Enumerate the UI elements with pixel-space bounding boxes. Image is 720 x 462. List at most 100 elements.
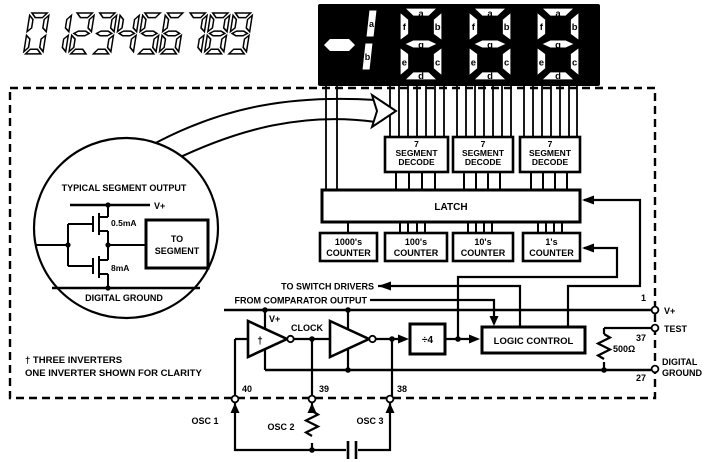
segment-label: c <box>572 57 577 68</box>
svg-text:27: 27 <box>636 373 646 383</box>
svg-text:TO: TO <box>171 234 183 244</box>
inverter-2 <box>328 318 377 360</box>
osc2-resistor <box>303 410 321 437</box>
svg-text:a: a <box>369 19 375 29</box>
pulldown-current-label: 8mA <box>111 263 129 273</box>
pin-40-osc1: 40 OSC 1 <box>191 384 252 426</box>
ic-boundary <box>8 86 657 400</box>
seven-seg-digit <box>468 7 512 81</box>
svg-text:7: 7 <box>548 139 553 149</box>
svg-text:÷4: ÷4 <box>422 335 433 346</box>
inverter-vplus-label: V+ <box>269 314 280 324</box>
seven-seg-digit <box>158 12 185 55</box>
counter-1s-block: 1's COUNTER <box>521 231 582 263</box>
seven-seg-digit <box>536 7 580 81</box>
note-line1: † THREE INVERTERS <box>25 355 122 366</box>
seven-seg-digit <box>136 12 162 55</box>
segment-label: g <box>487 40 493 51</box>
svg-text:7: 7 <box>481 139 486 149</box>
magnifier-bubble: TYPICAL SEGMENT OUTPUT V+ 0.5mA 8mA TO S… <box>32 136 220 320</box>
seven-seg-digit <box>399 7 443 81</box>
svg-text:LATCH: LATCH <box>434 202 467 213</box>
svg-text:†: † <box>257 336 263 347</box>
segment-label: d <box>418 71 424 82</box>
bubble-vplus-label: V+ <box>154 201 165 211</box>
seven-seg-digit <box>61 13 73 54</box>
svg-text:SEGMENT: SEGMENT <box>462 148 505 158</box>
svg-text:1000's: 1000's <box>335 237 362 247</box>
svg-text:7: 7 <box>414 139 419 149</box>
seven-seg-digit <box>188 12 209 54</box>
svg-text:b: b <box>365 52 371 62</box>
to-switch-drivers-label: TO SWITCH DRIVERS <box>281 282 374 292</box>
svg-text:OSC 1: OSC 1 <box>191 416 218 426</box>
inverter-1-bubble <box>286 334 295 344</box>
seven-segment-font-sample <box>22 12 254 55</box>
test-resistor <box>595 333 613 360</box>
pin-27-digital-ground: 27 DIGITAL GROUND <box>636 357 703 383</box>
segment-decode-block-2: 7 SEGMENT DECODE <box>451 135 515 174</box>
segment-label: d <box>555 71 561 82</box>
svg-text:OSC 2: OSC 2 <box>267 422 294 432</box>
svg-text:V+: V+ <box>664 306 675 316</box>
segment-label: a <box>555 9 561 20</box>
svg-text:1: 1 <box>641 293 646 303</box>
svg-text:10's: 10's <box>474 237 491 247</box>
counter-1000s-block: 1000's COUNTER <box>318 231 379 263</box>
latch-block: LATCH <box>320 188 582 224</box>
segment-decode-block-1: 7 SEGMENT DECODE <box>383 135 450 174</box>
svg-text:100's: 100's <box>405 237 427 247</box>
svg-text:SEGMENT: SEGMENT <box>395 148 438 158</box>
counter-10s-block: 10's COUNTER <box>451 231 515 263</box>
svg-text:COUNTER: COUNTER <box>326 248 371 258</box>
svg-text:COUNTER: COUNTER <box>394 248 439 258</box>
segment-label: f <box>472 22 476 33</box>
nmos-transistor <box>68 245 109 288</box>
segment-label: f <box>403 22 407 33</box>
bcd-bus-wires <box>347 172 568 233</box>
clock-label: CLOCK <box>291 323 323 333</box>
to-segment-box: TO SEGMENT <box>144 218 210 270</box>
svg-text:38: 38 <box>397 384 407 394</box>
svg-text:DECODE: DECODE <box>465 157 502 167</box>
from-comparator-label: FROM COMPARATOR OUTPUT <box>235 296 368 306</box>
svg-text:COUNTER: COUNTER <box>529 248 574 258</box>
segment-label: a <box>487 9 493 20</box>
svg-text:GROUND: GROUND <box>662 368 702 378</box>
seven-seg-digit <box>203 12 231 55</box>
segment-label: b <box>572 22 578 33</box>
segment-label: e <box>539 57 544 68</box>
svg-text:1's: 1's <box>545 237 557 247</box>
segment-label: c <box>504 57 509 68</box>
divide-by-4-block: ÷4 <box>408 322 447 356</box>
junction-dots <box>262 307 607 453</box>
segment-label: c <box>435 57 440 68</box>
svg-text:OSC 3: OSC 3 <box>356 416 383 426</box>
seven-seg-digit <box>116 13 141 54</box>
svg-text:SEGMENT: SEGMENT <box>155 246 200 256</box>
segment-label: d <box>487 71 493 82</box>
segment-label: g <box>418 40 424 51</box>
segment-label: a <box>418 9 424 20</box>
svg-text:LOGIC CONTROL: LOGIC CONTROL <box>494 336 574 347</box>
seven-seg-digit <box>68 12 96 55</box>
segment-label: e <box>402 57 407 68</box>
counter-100s-block: 100's COUNTER <box>383 231 449 263</box>
bubble-title: TYPICAL SEGMENT OUTPUT <box>62 183 187 193</box>
segment-label: b <box>435 22 441 33</box>
segment-label: g <box>555 40 561 51</box>
logic-control-block: LOGIC CONTROL <box>480 325 587 355</box>
pin-39-osc2: 39 OSC 2 <box>267 384 329 432</box>
osc3-capacitor <box>346 441 358 459</box>
pullup-current-label: 0.5mA <box>111 218 137 228</box>
test-resistor-value: 500Ω <box>613 344 635 354</box>
minus-sign <box>324 39 355 51</box>
segment-label: b <box>504 22 510 33</box>
svg-text:SEGMENT: SEGMENT <box>529 148 572 158</box>
svg-text:TEST: TEST <box>664 324 688 334</box>
bubble-ground-label: DIGITAL GROUND <box>85 293 163 303</box>
pin-38-osc3: 38 OSC 3 <box>356 384 407 426</box>
